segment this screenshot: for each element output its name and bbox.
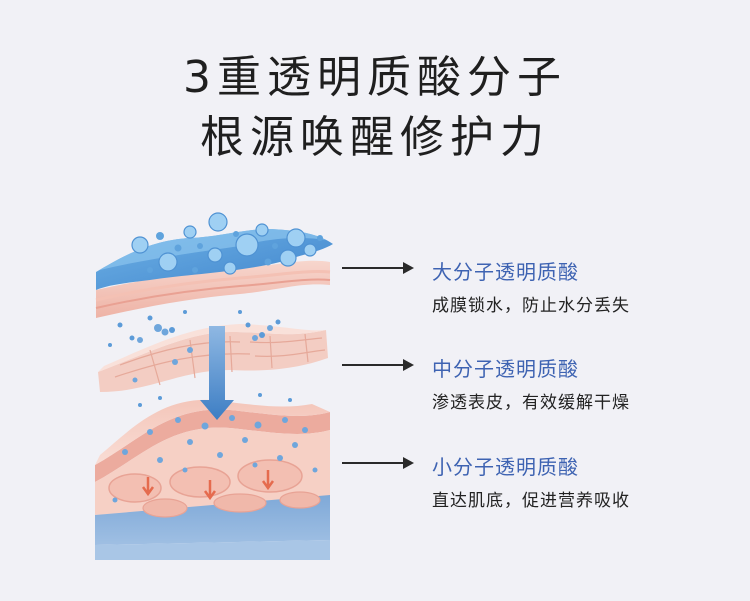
pointer-arrow-small	[342, 457, 414, 469]
penetration-arrow	[200, 326, 234, 420]
page-title-line-1: 3重透明质酸分子	[183, 52, 567, 103]
bottom-skin-block	[95, 399, 330, 560]
label-large-molecule: 大分子透明质酸	[432, 260, 579, 284]
pointer-arrow-medium	[342, 359, 414, 371]
desc-small-molecule: 直达肌底，促进营养吸收	[432, 491, 630, 511]
desc-medium-molecule: 渗透表皮，有效缓解干燥	[432, 393, 630, 413]
label-medium-molecule: 中分子透明质酸	[432, 357, 579, 381]
desc-large-molecule: 成膜锁水，防止水分丢失	[432, 296, 630, 316]
page-title-line-2: 根源唤醒修护力	[200, 112, 550, 163]
label-small-molecule: 小分子透明质酸	[432, 455, 579, 479]
top-skin-layer	[95, 212, 333, 318]
pointer-arrow-large	[342, 262, 414, 274]
falling-molecules	[108, 310, 292, 407]
